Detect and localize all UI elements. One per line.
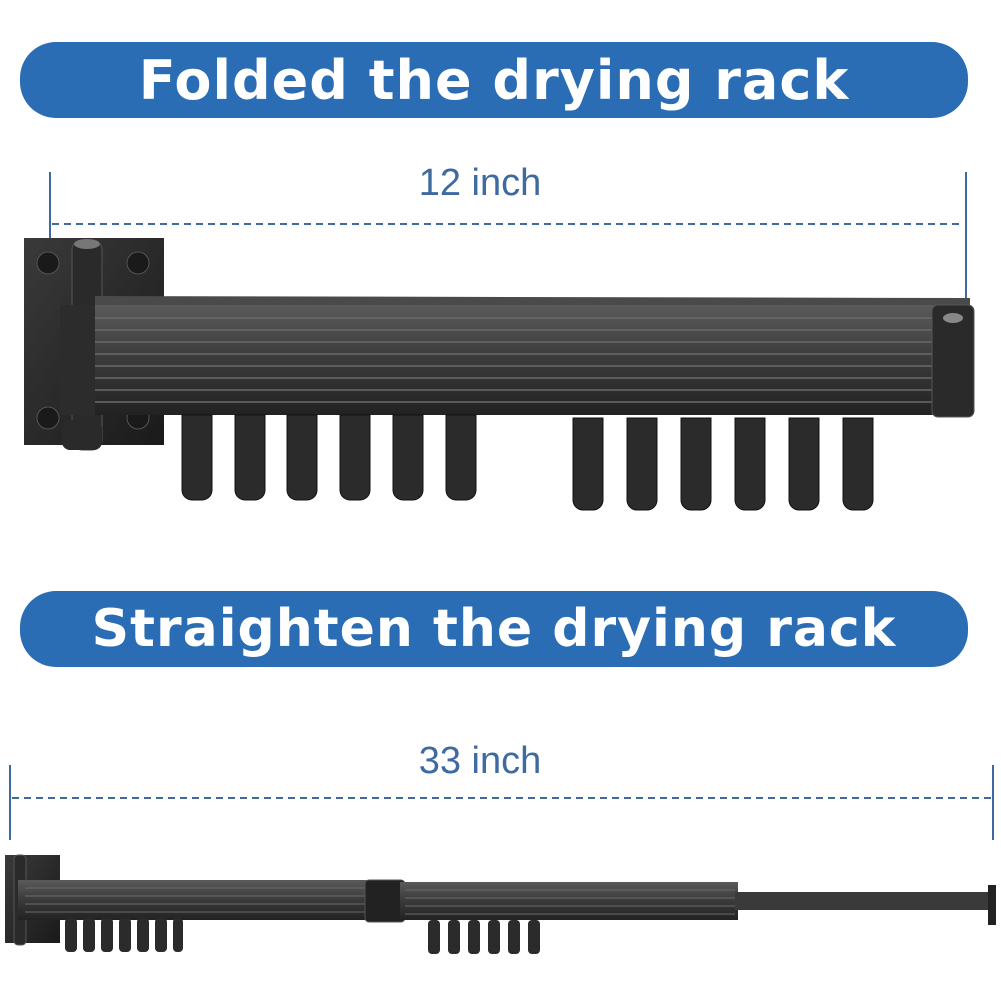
folded-measurement-label: 12 inch (418, 162, 542, 204)
folded-arm (60, 305, 940, 415)
straightened-rack (5, 854, 996, 954)
straightened-hooks-left (65, 918, 183, 952)
folded-rack (24, 238, 975, 511)
folded-hooks-right (572, 417, 874, 511)
folded-title: Folded the drying rack (138, 48, 850, 112)
straightened-title: Straighten the drying rack (91, 599, 897, 659)
end-hinge (931, 304, 975, 418)
screw-cap (126, 251, 150, 275)
folded-title-banner: Folded the drying rack (20, 42, 968, 118)
folded-dimension-line (49, 172, 967, 305)
first-arm (18, 880, 373, 920)
straightened-hooks-right (428, 920, 540, 954)
center-hinge (364, 879, 406, 923)
straightened-title-banner: Straighten the drying rack (20, 591, 968, 667)
straightened-measurement-label: 33 inch (418, 740, 542, 782)
folded-hooks-left (181, 414, 477, 501)
extension-rod (735, 892, 990, 910)
straightened-dimension-line (9, 765, 994, 840)
screw-cap (36, 251, 60, 275)
screw-cap (36, 406, 60, 430)
